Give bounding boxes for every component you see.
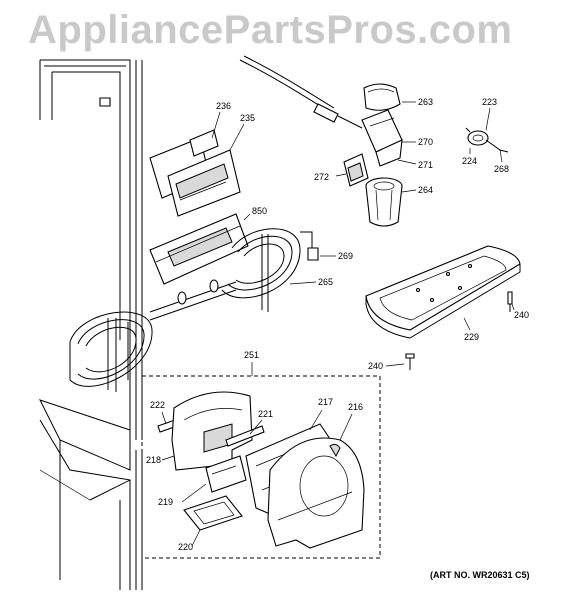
label-218: 218 xyxy=(146,455,161,465)
part-850-duct-cover xyxy=(149,213,249,285)
label-269: 269 xyxy=(338,251,353,261)
left-tubing-coil xyxy=(69,311,153,392)
label-265: 265 xyxy=(318,277,333,287)
label-268: 268 xyxy=(494,164,509,174)
part-265-tubing-assembly xyxy=(149,228,319,321)
label-236: 236 xyxy=(216,101,231,111)
label-271: 271 xyxy=(418,160,433,170)
label-240-right: 240 xyxy=(514,310,529,320)
label-235: 235 xyxy=(240,113,255,123)
part-270-filter-head xyxy=(361,109,403,167)
watermark-text: AppliancePartsPros.com xyxy=(28,8,513,52)
label-224: 224 xyxy=(462,156,477,166)
part-223-sensor xyxy=(465,127,509,153)
label-219: 219 xyxy=(158,497,173,507)
part-263-cap xyxy=(363,83,401,111)
label-272: 272 xyxy=(314,172,329,182)
label-264: 264 xyxy=(418,185,433,195)
label-263: 263 xyxy=(418,97,433,107)
part-236-235-guards xyxy=(149,129,241,217)
part-220-gasket xyxy=(183,495,243,531)
label-270: 270 xyxy=(418,137,433,147)
label-251: 251 xyxy=(244,350,259,360)
part-216-fan-housing xyxy=(267,437,365,549)
part-264-filter-cartridge xyxy=(365,177,403,227)
label-223: 223 xyxy=(482,97,497,107)
part-219-foam-block xyxy=(205,455,247,493)
callout-labels: 263 223 236 235 270 224 271 268 272 264 … xyxy=(146,97,529,552)
part-229-tray xyxy=(365,245,521,339)
kit-251-boundary xyxy=(141,375,381,559)
cabinet-frame xyxy=(39,59,143,590)
part-221-strip xyxy=(225,425,265,447)
label-222: 222 xyxy=(150,400,165,410)
leader-lines xyxy=(161,101,515,547)
label-220: 220 xyxy=(178,542,193,552)
art-number: (ART NO. WR20631 C5) xyxy=(430,570,530,580)
label-850: 850 xyxy=(252,206,267,216)
part-272-bracket xyxy=(343,153,369,187)
label-221: 221 xyxy=(258,409,273,419)
label-240-bottom: 240 xyxy=(368,361,383,371)
water-line-tubing xyxy=(239,55,363,129)
label-216: 216 xyxy=(348,402,363,412)
label-217: 217 xyxy=(318,397,333,407)
label-229: 229 xyxy=(464,332,479,342)
